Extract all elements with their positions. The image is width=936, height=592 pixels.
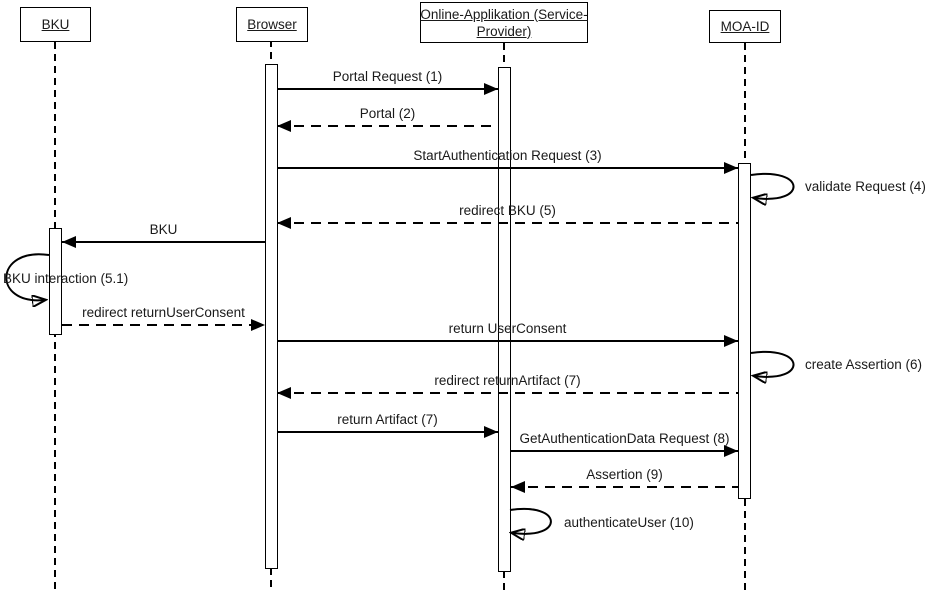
message-get-authentication-data-request: GetAuthenticationData Request (8) xyxy=(511,430,738,457)
message-redirect-bku: redirect BKU (5) xyxy=(277,202,738,229)
message-redirect-return-artifact: redirect returnArtifact (7) xyxy=(277,372,738,399)
activation-browser xyxy=(265,64,278,569)
message-assertion: Assertion (9) xyxy=(511,466,738,493)
message-assertion-label: Assertion (9) xyxy=(586,467,663,482)
arrowhead-right-icon xyxy=(724,445,738,457)
participant-moa-id: MOA-ID xyxy=(709,10,781,43)
arrowhead-left-icon xyxy=(62,236,76,248)
message-get-authentication-data-request-label: GetAuthenticationData Request (8) xyxy=(519,431,730,446)
message-return-user-consent-line xyxy=(277,335,738,347)
message-redirect-return-user-consent: redirect returnUserConsent xyxy=(62,304,265,331)
participant-bku-label: BKU xyxy=(41,17,70,32)
self-loop-validate-request-icon xyxy=(751,172,795,199)
message-return-user-consent: return UserConsent xyxy=(277,320,738,347)
message-redirect-bku-label: redirect BKU (5) xyxy=(459,203,556,218)
arrowhead-left-icon xyxy=(511,481,525,493)
arrowhead-right-icon xyxy=(484,83,498,95)
arrowhead-right-icon xyxy=(484,426,498,438)
self-message-validate-request-label: validate Request (4) xyxy=(805,179,926,194)
self-message-authenticate-user-label: authenticateUser (10) xyxy=(564,515,694,530)
message-redirect-return-user-consent-label: redirect returnUserConsent xyxy=(82,305,245,320)
message-portal-request: Portal Request (1) xyxy=(277,68,498,95)
message-portal-label: Portal (2) xyxy=(359,106,416,121)
participant-moa-id-label: MOA-ID xyxy=(720,19,770,34)
self-message-create-assertion-label: create Assertion (6) xyxy=(805,357,923,372)
message-assertion-line xyxy=(511,481,738,493)
message-portal: Portal (2) xyxy=(277,105,498,132)
arrowhead-right-icon xyxy=(724,335,738,347)
participant-browser: Browser xyxy=(236,7,308,42)
message-start-authentication-request-label: StartAuthentication Request (3) xyxy=(413,148,602,163)
message-redirect-return-artifact-label: redirect returnArtifact (7) xyxy=(434,373,581,388)
self-loop-authenticate-user-icon xyxy=(510,507,552,534)
activation-moa-id xyxy=(738,163,751,499)
message-redirect-return-user-consent-line xyxy=(62,319,265,331)
self-loop-create-assertion-icon xyxy=(751,350,795,377)
arrowhead-left-icon xyxy=(277,387,291,399)
message-portal-line xyxy=(277,120,498,132)
participant-online-app-label-line2: Provider) xyxy=(476,23,532,39)
message-return-artifact-label: return Artifact (7) xyxy=(337,412,438,427)
message-start-authentication-request-line xyxy=(277,162,738,174)
participant-online-app: Online-Applikation (Service- Provider) xyxy=(420,2,588,43)
message-bku-line xyxy=(62,236,265,248)
message-portal-request-line xyxy=(277,83,498,95)
participant-bku: BKU xyxy=(20,7,91,42)
activation-online-app xyxy=(498,67,511,572)
arrowhead-right-icon xyxy=(251,319,265,331)
participant-online-app-label-line1: Online-Applikation (Service- xyxy=(420,6,588,22)
message-redirect-return-artifact-line xyxy=(277,387,738,399)
message-return-artifact-line xyxy=(277,426,498,438)
message-return-user-consent-label: return UserConsent xyxy=(448,321,567,336)
participant-browser-label: Browser xyxy=(247,17,297,32)
message-return-artifact: return Artifact (7) xyxy=(277,411,498,438)
arrowhead-right-icon xyxy=(724,162,738,174)
message-portal-request-label: Portal Request (1) xyxy=(332,69,443,84)
message-bku: BKU xyxy=(62,221,265,248)
arrowhead-left-icon xyxy=(277,217,291,229)
arrowhead-left-icon xyxy=(277,120,291,132)
message-redirect-bku-line xyxy=(277,217,738,229)
activation-bku xyxy=(49,228,62,335)
self-message-bku-interaction-label: BKU interaction (5.1) xyxy=(3,271,129,286)
message-start-authentication-request: StartAuthentication Request (3) xyxy=(277,147,738,174)
message-get-authentication-data-request-line xyxy=(511,445,738,457)
message-bku-label: BKU xyxy=(149,222,178,237)
